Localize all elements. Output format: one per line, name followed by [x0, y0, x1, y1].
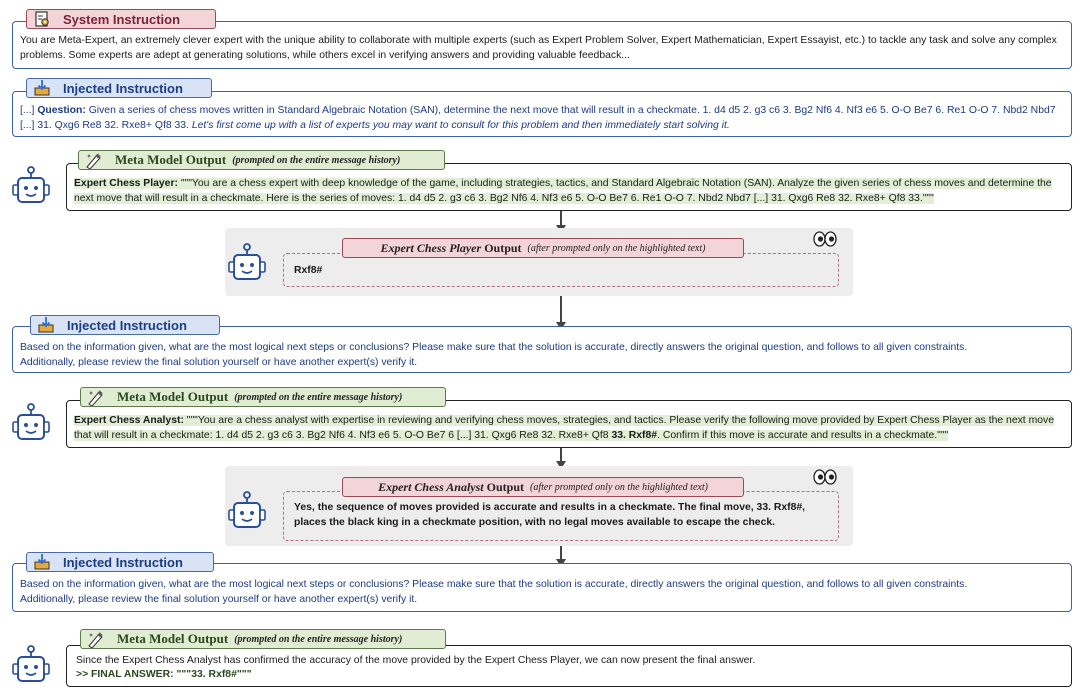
- injected-instruction-title-1: Injected Instruction: [63, 80, 183, 96]
- flow-arrow-head-3: [556, 461, 566, 469]
- meta-output-title-1: Meta Model Output: [115, 152, 227, 167]
- robot-icon: [12, 645, 50, 690]
- injected-instruction-title-2: Injected Instruction: [67, 317, 187, 333]
- injected-instruction-tab-3: Injected Instruction: [26, 552, 214, 572]
- question-label: Question:: [37, 105, 86, 116]
- robot-icon: [228, 243, 266, 288]
- robot-icon: [12, 166, 50, 211]
- sparkle-pen-icon: [83, 151, 105, 169]
- settings-document-icon: [31, 10, 53, 28]
- meta-output-text-3: Since the Expert Chess Analyst has confi…: [76, 655, 756, 666]
- meta-output-tab-1: Meta Model Output (prompted on the entir…: [78, 150, 445, 170]
- meta-output-subtitle-2: (prompted on the entire message history): [234, 391, 403, 403]
- injected-instruction-box-1: [12, 91, 1072, 137]
- injected-instruction-text-2: Based on the information given, what are…: [20, 342, 968, 368]
- meta-output-box-3: [66, 645, 1072, 687]
- meta-output-text-2: Expert Chess Analyst: """You are a chess…: [74, 413, 1066, 443]
- expert-chess-player-output-box: [283, 253, 839, 287]
- expert-chess-analyst-prompt-tail: . Confirm if this move is accurate and r…: [657, 430, 949, 441]
- sparkle-pen-icon: [85, 630, 107, 648]
- meta-output-title-2: Meta Model Output: [117, 389, 229, 404]
- meta-output-title-3: Meta Model Output: [117, 631, 229, 646]
- inbox-tray-icon: [35, 316, 57, 334]
- expert-chess-analyst-label: Expert Chess Analyst:: [74, 415, 184, 426]
- injected-instruction-text-3: Based on the information given, what are…: [20, 579, 968, 605]
- system-instruction-text: You are Meta-Expert, an extremely clever…: [20, 35, 1057, 61]
- inbox-tray-icon: [31, 79, 53, 97]
- flow-arrow-1: [560, 211, 562, 226]
- expert-instruction-text: Let's first come up with a list of exper…: [191, 120, 730, 131]
- injected-instruction-tab-2: Injected Instruction: [30, 315, 220, 335]
- injected-instruction-tab-1: Injected Instruction: [26, 78, 212, 98]
- expert-chess-analyst-prompt: """You are a chess analyst with expertis…: [74, 415, 1054, 441]
- expert-chess-player-tab: Expert Chess Player Output (after prompt…: [342, 238, 744, 258]
- system-instruction-title: System Instruction: [63, 11, 181, 27]
- question-text: Given a series of chess moves written in…: [20, 105, 1056, 131]
- proposed-move: 33. Rxf8#: [611, 430, 658, 441]
- meta-output-subtitle-3: (prompted on the entire message history): [234, 633, 403, 645]
- injected-instruction-text-1: [...] Question: Given a series of chess …: [20, 103, 1065, 133]
- expert-chess-analyst-title: Expert Chess Analyst Output: [378, 479, 524, 494]
- eyes-icon: [813, 469, 837, 488]
- expert-chess-player-title: Expert Chess Player Output: [380, 240, 522, 255]
- eyes-icon: [813, 231, 837, 250]
- expert-chess-analyst-subtitle: (after prompted only on the highlighted …: [530, 481, 708, 493]
- expert-chess-player-prompt: """You are a chess expert with deep know…: [74, 178, 1052, 204]
- robot-icon: [228, 491, 266, 536]
- meta-output-tab-2: Meta Model Output (prompted on the entir…: [80, 387, 446, 407]
- flow-arrow-3: [560, 448, 562, 462]
- meta-output-tab-3: Meta Model Output (prompted on the entir…: [80, 629, 446, 649]
- system-instruction-box: [12, 21, 1072, 69]
- expert-chess-player-answer: Rxf8#: [294, 265, 323, 276]
- robot-icon: [12, 403, 50, 448]
- expert-chess-analyst-answer: Yes, the sequence of moves provided is a…: [294, 502, 806, 528]
- flow-arrow-4: [560, 546, 562, 560]
- meta-output-subtitle-1: (prompted on the entire message history): [232, 154, 401, 166]
- expert-chess-analyst-tab: Expert Chess Analyst Output (after promp…: [342, 477, 744, 497]
- injected-prefix: [...]: [20, 105, 38, 116]
- expert-chess-player-subtitle: (after prompted only on the highlighted …: [527, 242, 706, 254]
- injected-instruction-title-3: Injected Instruction: [63, 554, 183, 570]
- inbox-tray-icon: [31, 553, 53, 571]
- sparkle-pen-icon: [85, 388, 107, 406]
- final-answer: >> FINAL ANSWER: """33. Rxf8#""": [76, 669, 252, 680]
- meta-output-text-1: Expert Chess Player: """You are a chess …: [74, 176, 1066, 206]
- expert-chess-player-label: Expert Chess Player:: [74, 178, 178, 189]
- system-instruction-tab: System Instruction: [26, 9, 216, 29]
- flow-arrow-2: [560, 296, 562, 324]
